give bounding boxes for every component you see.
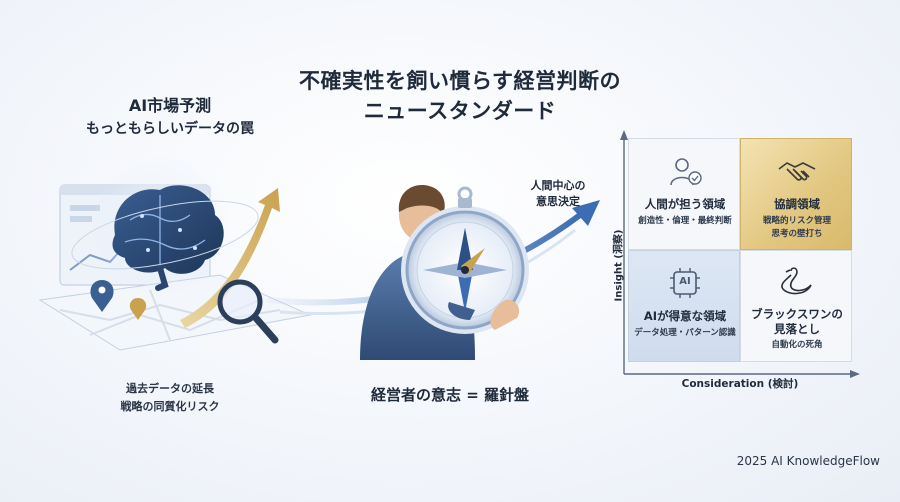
quadrant-collaboration: 協調領域 戦略的リスク管理 思考の壁打ち <box>740 138 852 250</box>
y-axis-arrow-icon <box>620 130 628 140</box>
ai-forecast-heading: AI市場予測 もっともらしいデータの罠 <box>60 94 280 140</box>
ai-brain-illustration <box>38 155 312 351</box>
past-data-caption: 過去データの延長 戦略の同質化リスク <box>80 380 260 416</box>
businessman-hand <box>448 299 520 330</box>
quadrant-black-swan-title-2: 見落とし <box>774 322 820 336</box>
quadrant-ai-sub: データ処理・パターン認識 <box>634 328 736 338</box>
magnifier-icon <box>217 279 279 344</box>
businessman-compass-illustration <box>360 185 529 360</box>
handshake-icon <box>778 162 816 181</box>
human-centered-label-line-2: 意思決定 <box>536 195 580 208</box>
quadrant-human-title: 人間が担う領域 <box>644 197 726 211</box>
quadrant-collaboration-sub-2: 思考の壁打ち <box>771 229 823 239</box>
ai-forecast-title: AI市場予測 <box>128 96 212 115</box>
quadrant-human-sub: 創造性・倫理・最終判断 <box>638 216 732 226</box>
compass-caption: 経営者の意志 = 羅針盤 <box>370 386 529 404</box>
title-line-1: 不確実性を飼い慣らす経営判断の <box>298 69 622 93</box>
quadrant-black-swan-title-1: ブラックスワンの <box>751 307 843 321</box>
quadrant-black-swan: ブラックスワンの 見落とし 自動化の死角 <box>740 250 852 362</box>
ai-forecast-subtitle: もっともらしいデータの罠 <box>86 121 254 137</box>
ai-chip-text: AI <box>679 276 691 287</box>
y-axis-label: Insight (洞察) <box>613 229 625 302</box>
location-pin-icon <box>90 280 114 312</box>
quadrant-black-swan-sub: 自動化の死角 <box>771 340 823 350</box>
quadrant-ai-title: AIが得意な領域 <box>643 309 727 323</box>
x-axis-label: Consideration (検討) <box>681 378 799 390</box>
compass-icon <box>401 186 529 334</box>
quadrant-collaboration-sub-1: 戦略的リスク管理 <box>762 216 831 226</box>
ai-chip-frame <box>670 268 700 298</box>
page-title: 不確実性を飼い慣らす経営判断の ニュースタンダード <box>200 66 720 126</box>
matrix-axes <box>620 130 860 378</box>
past-data-caption-line-2: 戦略の同質化リスク <box>120 400 220 413</box>
ai-chip-icon: AI <box>669 267 701 299</box>
brain-icon <box>112 185 224 291</box>
quadrant-collaboration-title: 協調領域 <box>774 197 820 211</box>
person-check-icon <box>670 158 702 186</box>
growth-arrow-icon <box>180 188 280 328</box>
direction-arrow-icon <box>572 200 600 226</box>
quadrant-ai: AI AIが得意な領域 データ処理・パターン認識 <box>628 250 740 362</box>
x-axis-arrow-icon <box>850 370 860 378</box>
location-pin-small-icon <box>129 298 147 320</box>
swan-icon <box>781 267 812 295</box>
past-data-caption-line-1: 過去データの延長 <box>126 382 214 395</box>
human-centered-label-line-1: 人間中心の <box>530 179 586 192</box>
title-line-2: ニュースタンダード <box>363 99 557 123</box>
human-centered-label: 人間中心の 意思決定 <box>508 178 608 210</box>
quadrant-human: 人間が担う領域 創造性・倫理・最終判断 <box>628 138 740 250</box>
footer-credit: 2025 AI KnowledgeFlow <box>736 454 880 468</box>
